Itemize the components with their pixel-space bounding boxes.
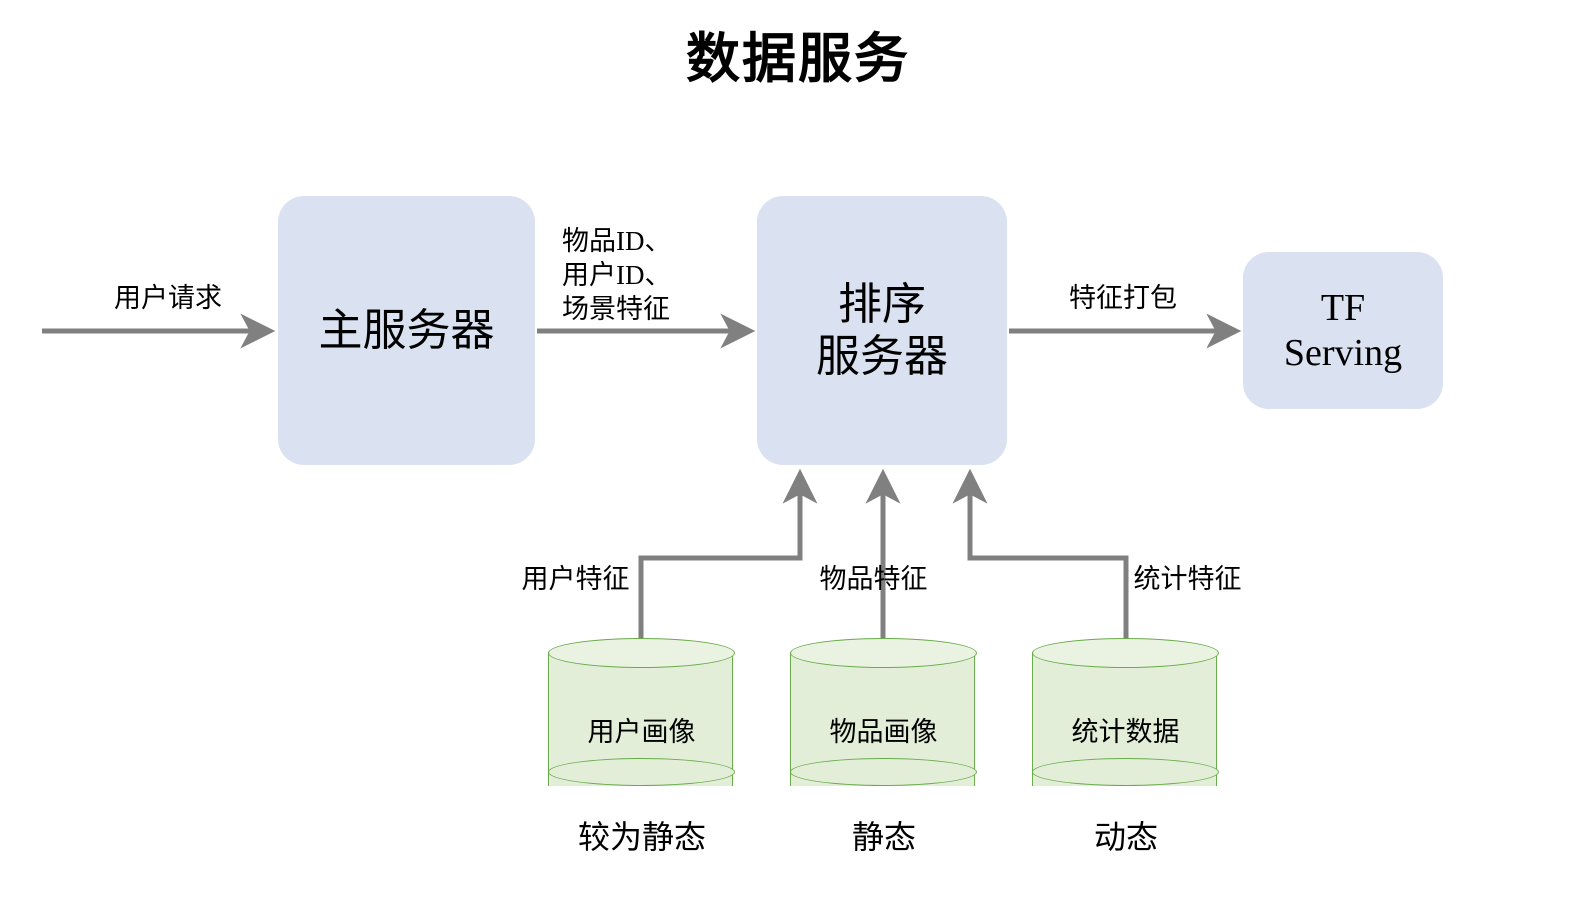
edge-label-user-feature: 用户特征 (521, 564, 630, 594)
cylinder-bottom-cap (1032, 758, 1219, 786)
cylinder-top-cap (548, 638, 735, 668)
edge-label-ids-and-scene: 物品ID、 用户ID、 场景特征 (562, 226, 672, 325)
datastore-label: 物品画像 (829, 717, 938, 747)
node-rank-server-label: 排序 服务器 (816, 279, 948, 381)
edge-label-item-feature: 物品特征 (819, 564, 928, 594)
page-title: 数据服务 (686, 29, 910, 89)
edge-label-stat-feature: 统计特征 (1133, 564, 1242, 594)
datastore-item-profile[interactable]: 物品画像 (790, 638, 977, 801)
datastore-caption-stat-data: 动态 (1093, 819, 1158, 855)
node-main-server-label: 主服务器 (318, 305, 495, 355)
datastore-label: 用户画像 (587, 717, 696, 747)
node-tf-serving[interactable]: TF Serving (1243, 252, 1443, 409)
edge-label-feature-package: 特征打包 (1069, 283, 1177, 313)
datastore-user-profile[interactable]: 用户画像 (548, 638, 735, 801)
datastore-caption-item-profile: 静态 (851, 819, 916, 855)
edge-label-user-request: 用户请求 (114, 283, 222, 313)
cylinder-bottom-cap (790, 758, 977, 786)
arrow-stat-data-to-rank (952, 468, 1129, 640)
arrow-user-profile-to-rank (638, 468, 818, 640)
datastore-stat-data[interactable]: 统计数据 (1032, 638, 1219, 801)
cylinder-top-cap (1032, 638, 1219, 668)
datastore-label: 统计数据 (1071, 717, 1180, 747)
cylinder-bottom-cap (548, 758, 735, 786)
cylinder-top-cap (790, 638, 977, 668)
node-main-server[interactable]: 主服务器 (278, 196, 535, 465)
node-tf-serving-label: TF Serving (1283, 286, 1403, 374)
node-rank-server[interactable]: 排序 服务器 (757, 196, 1007, 465)
datastore-caption-user-profile: 较为静态 (577, 819, 706, 855)
